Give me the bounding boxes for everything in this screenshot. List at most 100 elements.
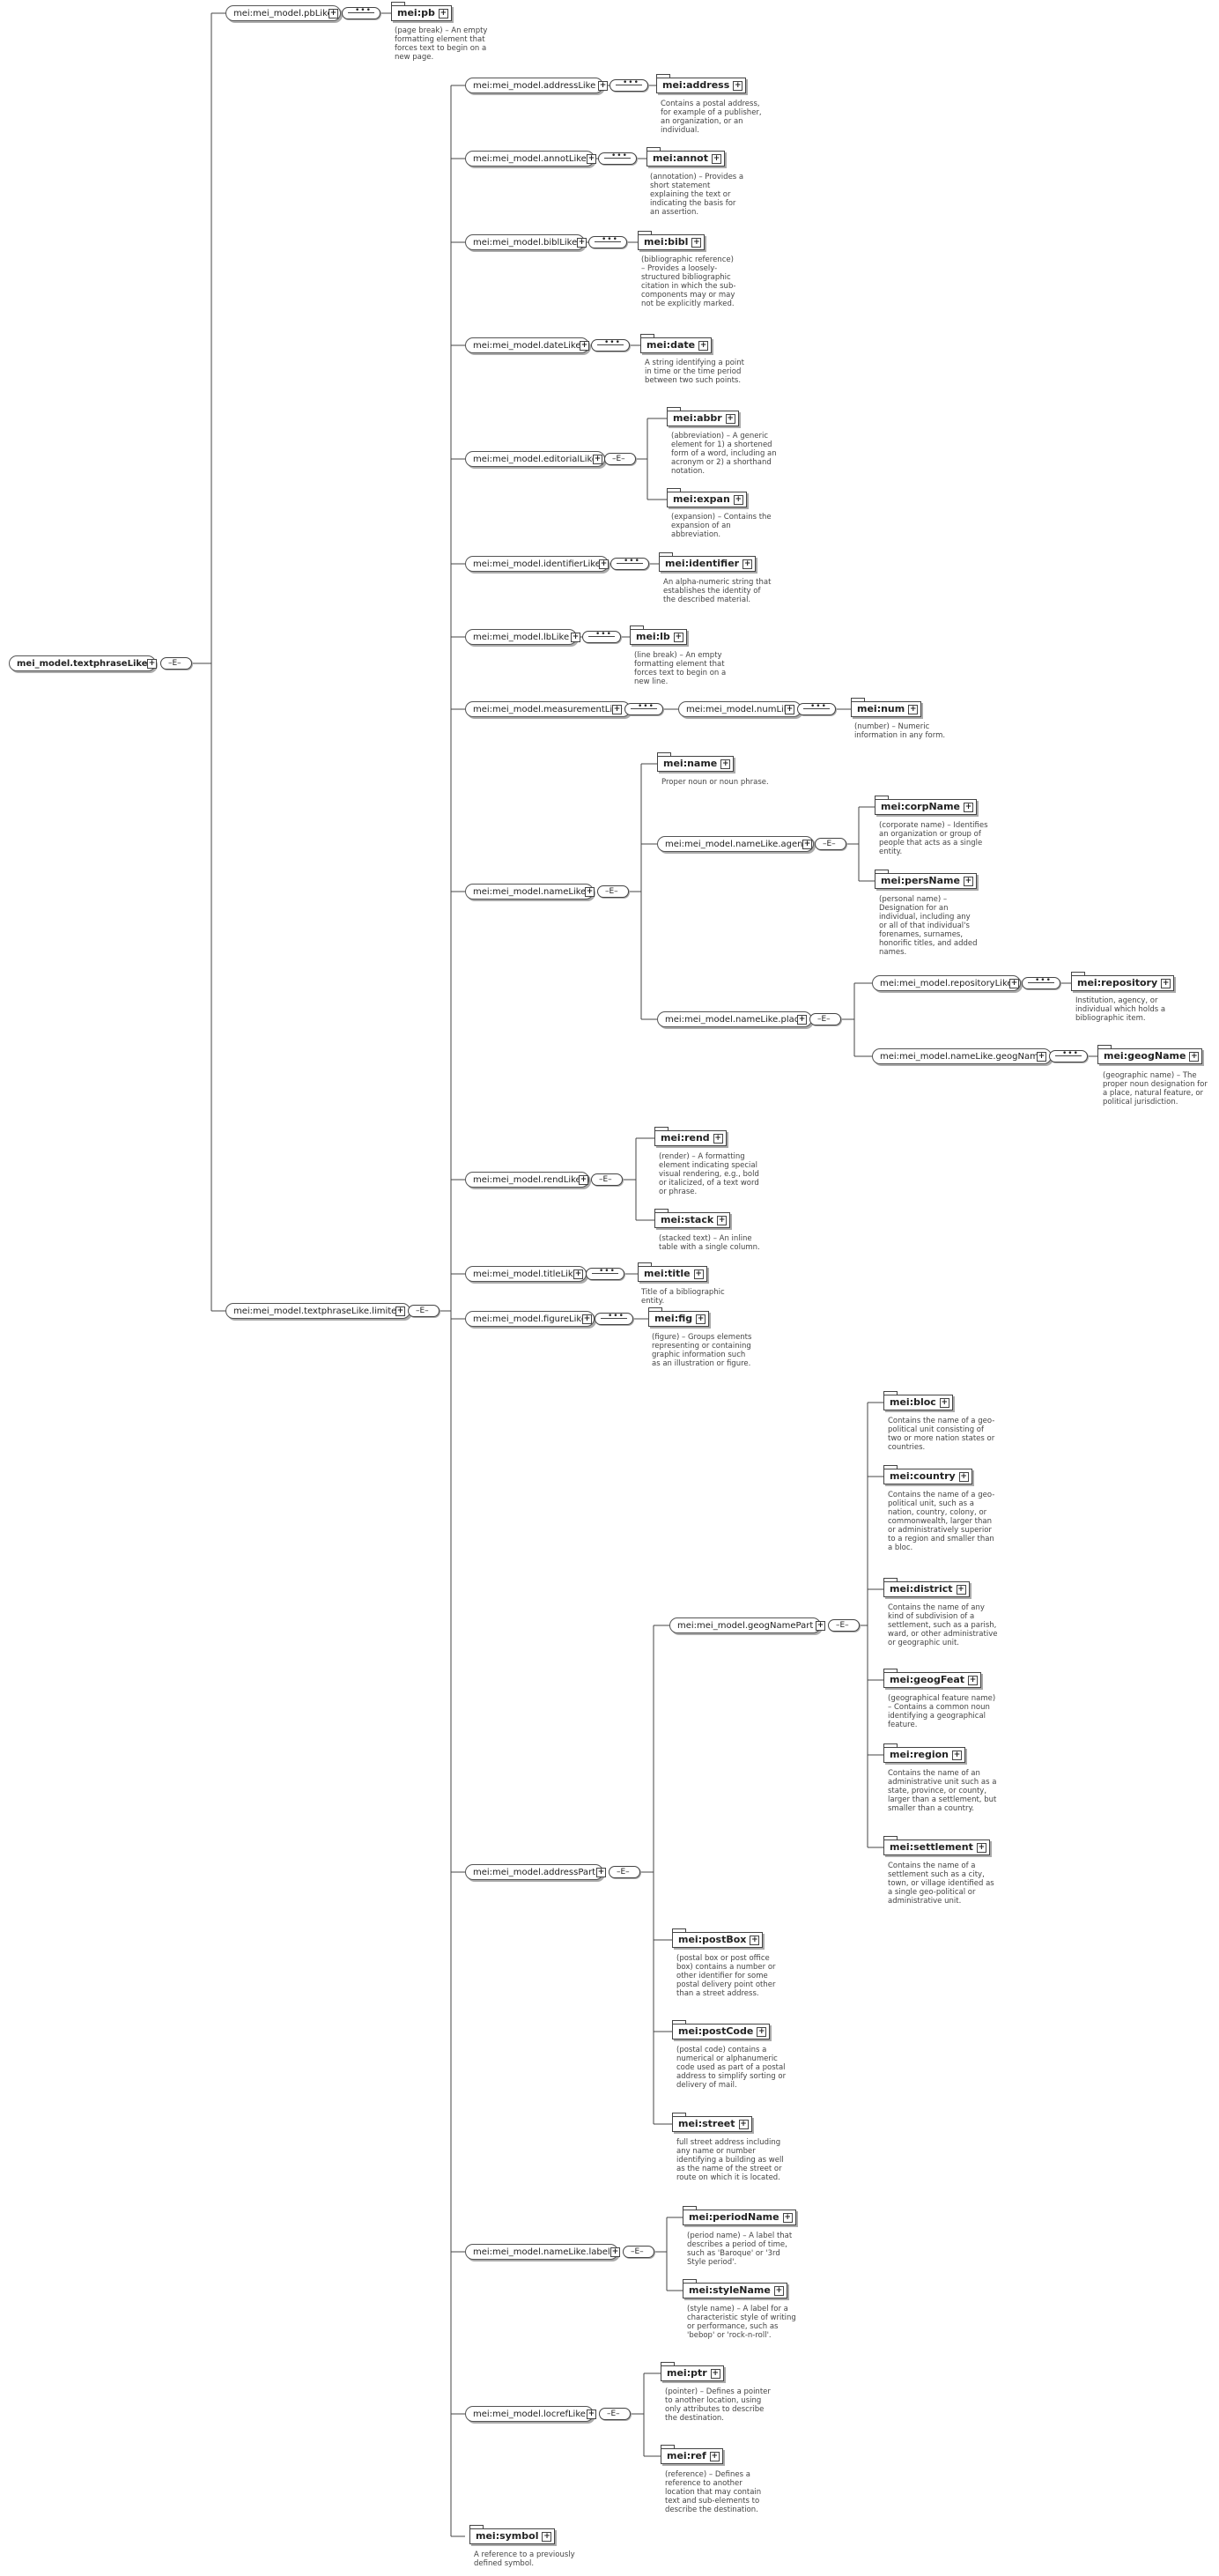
expand-icon[interactable]: + xyxy=(587,2409,596,2419)
group-measurementLike[interactable]: mei:mei_model.measurementLike xyxy=(465,701,631,717)
element-repository[interactable]: mei:repository+ xyxy=(1071,972,1175,991)
expand-icon[interactable]: + xyxy=(579,1175,588,1185)
plus-icon[interactable]: + xyxy=(750,1936,760,1945)
expand-icon[interactable]: + xyxy=(802,840,812,849)
group-annotLike[interactable]: mei:mei_model.annotLike xyxy=(465,151,595,167)
group-identifierLike[interactable]: mei:mei_model.identifierLike xyxy=(465,556,609,572)
plus-icon[interactable]: + xyxy=(742,559,753,569)
expand-icon[interactable]: + xyxy=(585,887,595,897)
expand-icon[interactable]: + xyxy=(593,455,602,464)
plus-icon[interactable]: + xyxy=(1161,979,1171,988)
expand-icon[interactable]: + xyxy=(329,9,338,19)
group-figureLike[interactable]: mei:mei_model.figureLike xyxy=(465,1311,595,1327)
plus-icon[interactable]: + xyxy=(952,1751,963,1760)
element-title[interactable]: mei:title+ xyxy=(638,1262,707,1282)
plus-icon[interactable]: + xyxy=(712,154,721,164)
element-stack[interactable]: mei:stack+ xyxy=(654,1209,731,1228)
element-ptr[interactable]: mei:ptr+ xyxy=(661,2362,724,2381)
element-postBox[interactable]: mei:postBox+ xyxy=(672,1928,764,1948)
element-abbr[interactable]: mei:abbr+ xyxy=(667,407,739,426)
group-addressLike[interactable]: mei:mei_model.addressLike xyxy=(465,78,604,93)
element-geogName[interactable]: mei:geogName+ xyxy=(1097,1045,1203,1064)
plus-icon[interactable]: + xyxy=(673,633,683,642)
element-street[interactable]: mei:street+ xyxy=(672,2113,752,2132)
group-nameLikePlace[interactable]: mei:mei_model.nameLike.place xyxy=(657,1011,813,1027)
element-lb[interactable]: mei:lb+ xyxy=(630,625,687,645)
element-num[interactable]: mei:num+ xyxy=(851,698,922,717)
element-periodName[interactable]: mei:periodName+ xyxy=(683,2206,796,2225)
expand-icon[interactable]: + xyxy=(1009,979,1019,988)
plus-icon[interactable]: + xyxy=(720,759,731,769)
element-persName[interactable]: mei:persName+ xyxy=(875,870,977,889)
plus-icon[interactable]: + xyxy=(709,2452,720,2461)
plus-icon[interactable]: + xyxy=(976,1843,986,1853)
plus-icon[interactable]: + xyxy=(710,2369,720,2379)
group-numLike[interactable]: mei:mei_model.numLike xyxy=(678,701,802,717)
element-pb[interactable]: mei:pb+ xyxy=(391,2,452,21)
plus-icon[interactable]: + xyxy=(733,81,743,91)
expand-icon[interactable]: + xyxy=(1037,1052,1046,1062)
expand-icon[interactable]: + xyxy=(577,238,587,248)
plus-icon[interactable]: + xyxy=(964,803,974,812)
expand-icon[interactable]: + xyxy=(580,341,589,351)
element-identifier[interactable]: mei:identifier+ xyxy=(659,552,757,572)
element-corpName[interactable]: mei:corpName+ xyxy=(875,796,978,815)
element-postCode[interactable]: mei:postCode+ xyxy=(672,2020,771,2039)
group-addressPart[interactable]: mei:mei_model.addressPart xyxy=(465,1864,604,1880)
element-name[interactable]: mei:name+ xyxy=(657,752,735,772)
group-dateLike[interactable]: mei:mei_model.dateLike xyxy=(465,337,589,353)
plus-icon[interactable]: + xyxy=(713,1134,723,1144)
plus-icon[interactable]: + xyxy=(733,495,743,505)
element-styleName[interactable]: mei:styleName+ xyxy=(683,2279,787,2298)
expand-icon[interactable]: + xyxy=(573,1269,583,1279)
expand-icon[interactable]: + xyxy=(571,633,580,642)
plus-icon[interactable]: + xyxy=(691,238,702,248)
group-limited[interactable]: mei:mei_model.textphraseLike.limited xyxy=(225,1303,410,1319)
expand-icon[interactable]: + xyxy=(797,1015,807,1025)
element-country[interactable]: mei:country+ xyxy=(883,1465,972,1484)
expand-icon[interactable]: + xyxy=(612,705,622,714)
plus-icon[interactable]: + xyxy=(908,705,919,714)
element-rend[interactable]: mei:rend+ xyxy=(654,1127,727,1146)
element-date[interactable]: mei:date+ xyxy=(640,334,713,353)
element-address[interactable]: mei:address+ xyxy=(656,74,747,93)
expand-icon[interactable]: + xyxy=(598,81,608,91)
group-geogNamePart[interactable]: mei:mei_model.geogNamePart xyxy=(669,1617,822,1633)
group-nameLikeLabel[interactable]: mei:mei_model.nameLike.label xyxy=(465,2244,618,2260)
group-nameLikeAgent[interactable]: mei:mei_model.nameLike.agent xyxy=(657,836,815,852)
plus-icon[interactable]: + xyxy=(782,2213,793,2223)
group-locrefLike[interactable]: mei:mei_model.locrefLike xyxy=(465,2406,594,2422)
element-geogFeat[interactable]: mei:geogFeat+ xyxy=(883,1669,982,1688)
group-lbLike[interactable]: mei:mei_model.lbLike xyxy=(465,629,578,645)
expand-icon[interactable]: + xyxy=(395,1307,405,1316)
element-settlement[interactable]: mei:settlement+ xyxy=(883,1836,990,1855)
element-annot[interactable]: mei:annot+ xyxy=(646,147,725,167)
plus-icon[interactable]: + xyxy=(757,2027,767,2037)
plus-icon[interactable]: + xyxy=(963,877,973,886)
plus-icon[interactable]: + xyxy=(696,1314,706,1324)
expand-icon[interactable]: + xyxy=(785,705,794,714)
element-symbol[interactable]: mei:symbol+ xyxy=(469,2525,556,2544)
group-nameLike[interactable]: mei:mei_model.nameLike xyxy=(465,884,595,899)
group-biblLike[interactable]: mei:mei_model.biblLike xyxy=(465,234,586,250)
plus-icon[interactable]: + xyxy=(958,1472,969,1482)
element-bibl[interactable]: mei:bibl+ xyxy=(638,231,706,250)
plus-icon[interactable]: + xyxy=(1189,1052,1200,1062)
element-fig[interactable]: mei:fig+ xyxy=(648,1307,710,1327)
expand-icon[interactable]: + xyxy=(587,154,596,164)
plus-icon[interactable]: + xyxy=(956,1585,966,1595)
plus-icon[interactable]: + xyxy=(738,2120,749,2129)
group-nameLikeGeogName[interactable]: mei:mei_model.nameLike.geogName xyxy=(872,1048,1052,1064)
plus-icon[interactable]: + xyxy=(717,1216,728,1225)
root-group[interactable]: mei_model.textphraseLike xyxy=(9,655,156,671)
plus-icon[interactable]: + xyxy=(438,9,448,19)
plus-icon[interactable]: + xyxy=(693,1269,704,1279)
group-titleLike[interactable]: mei:mei_model.titleLike xyxy=(465,1266,587,1282)
expand-icon[interactable]: + xyxy=(816,1621,825,1631)
plus-icon[interactable]: + xyxy=(725,414,735,424)
expand-icon[interactable]: + xyxy=(596,1868,606,1877)
expand-icon[interactable]: + xyxy=(582,1314,592,1324)
plus-icon[interactable]: + xyxy=(698,341,709,351)
group-rendLike[interactable]: mei:mei_model.rendLike xyxy=(465,1172,589,1188)
plus-icon[interactable]: + xyxy=(773,2286,784,2296)
